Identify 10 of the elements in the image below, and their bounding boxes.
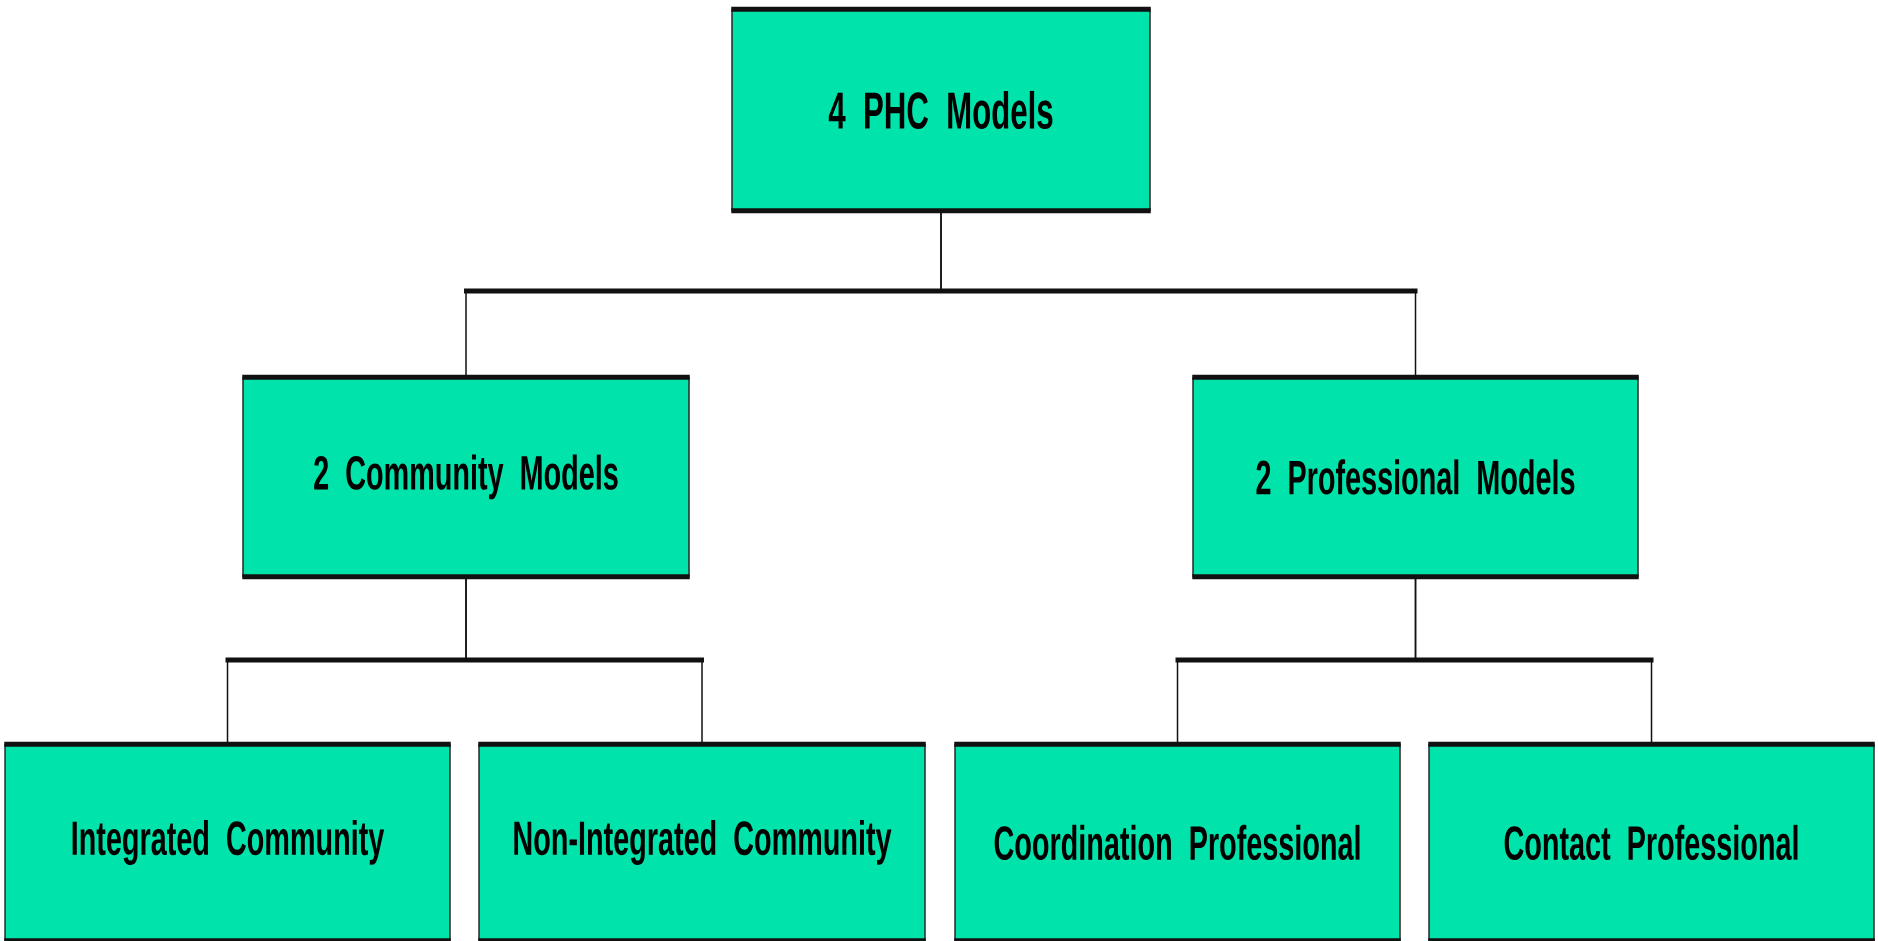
- model-box: 2 Community Models: [239, 374, 693, 580]
- connector-line: [940, 210, 1417, 378]
- connector-line: [1414, 576, 1653, 745]
- model-box: Contact Professional: [1425, 741, 1878, 941]
- model-box: Integrated Community: [1, 741, 454, 941]
- model-box: Non-Integrated Community: [475, 741, 929, 941]
- connector-line: [465, 576, 703, 745]
- model-box: Coordination Professional: [951, 741, 1404, 941]
- model-box: 4 PHC Models: [728, 6, 1154, 214]
- model-box: 2 Professional Models: [1189, 374, 1642, 580]
